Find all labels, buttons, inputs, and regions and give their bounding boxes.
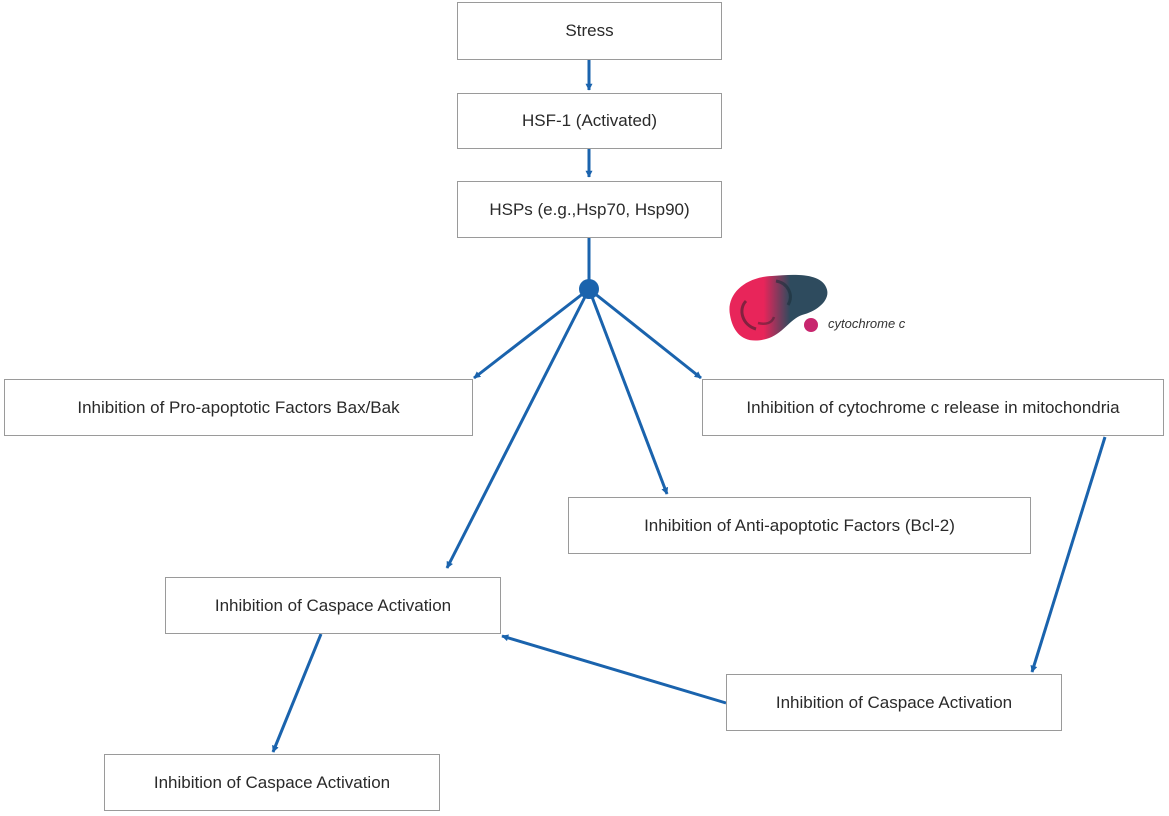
stress-node: Stress <box>457 2 722 60</box>
caspase-mid-node: Inhibition of Caspace Activation <box>165 577 501 634</box>
bax-bak-node: Inhibition of Pro-apoptotic Factors Bax/… <box>4 379 473 436</box>
arrow-caspase-mid-to-caspase-bottom <box>271 633 323 753</box>
caspase-right-node: Inhibition of Caspace Activation <box>726 674 1062 731</box>
caspase-bottom-label: Inhibition of Caspace Activation <box>153 772 391 792</box>
cytochrome-c-label: cytochrome c <box>828 316 906 331</box>
arrow-hub-to-cytochrome-release <box>588 287 702 380</box>
bcl2-node: Inhibition of Anti-apoptotic Factors (Bc… <box>568 497 1031 554</box>
bax-bak-label: Inhibition of Pro-apoptotic Factors Bax/… <box>77 397 400 417</box>
cytochrome-release-node: Inhibition of cytochrome c release in mi… <box>702 379 1164 436</box>
mitochondrion-icon <box>729 274 828 341</box>
arrow-caspase-right-to-caspase-mid <box>501 634 727 705</box>
hsps-label: HSPs (e.g.,Hsp70, Hsp90) <box>489 199 690 219</box>
caspase-bottom-node: Inhibition of Caspace Activation <box>104 754 440 811</box>
cytochrome-release-label: Inhibition of cytochrome c release in mi… <box>746 397 1120 417</box>
hsf1-label: HSF-1 (Activated) <box>521 111 658 130</box>
branch-hub <box>579 279 599 299</box>
hsps-node: HSPs (e.g.,Hsp70, Hsp90) <box>457 181 722 238</box>
arrow-hub-to-bcl2 <box>587 288 669 495</box>
arrow-hub-to-caspase-mid <box>445 288 591 569</box>
stress-label: Stress <box>565 21 614 40</box>
cytochrome-c-dot <box>804 318 818 332</box>
bcl2-label: Inhibition of Anti-apoptotic Factors (Bc… <box>644 515 955 535</box>
hsf1-node: HSF-1 (Activated) <box>457 93 722 149</box>
arrow-cytochrome-to-caspase-right <box>1030 436 1107 673</box>
caspase-right-label: Inhibition of Caspace Activation <box>775 692 1013 712</box>
arrow-hub-to-bax-bak <box>473 287 590 380</box>
caspase-mid-label: Inhibition of Caspace Activation <box>214 595 452 615</box>
